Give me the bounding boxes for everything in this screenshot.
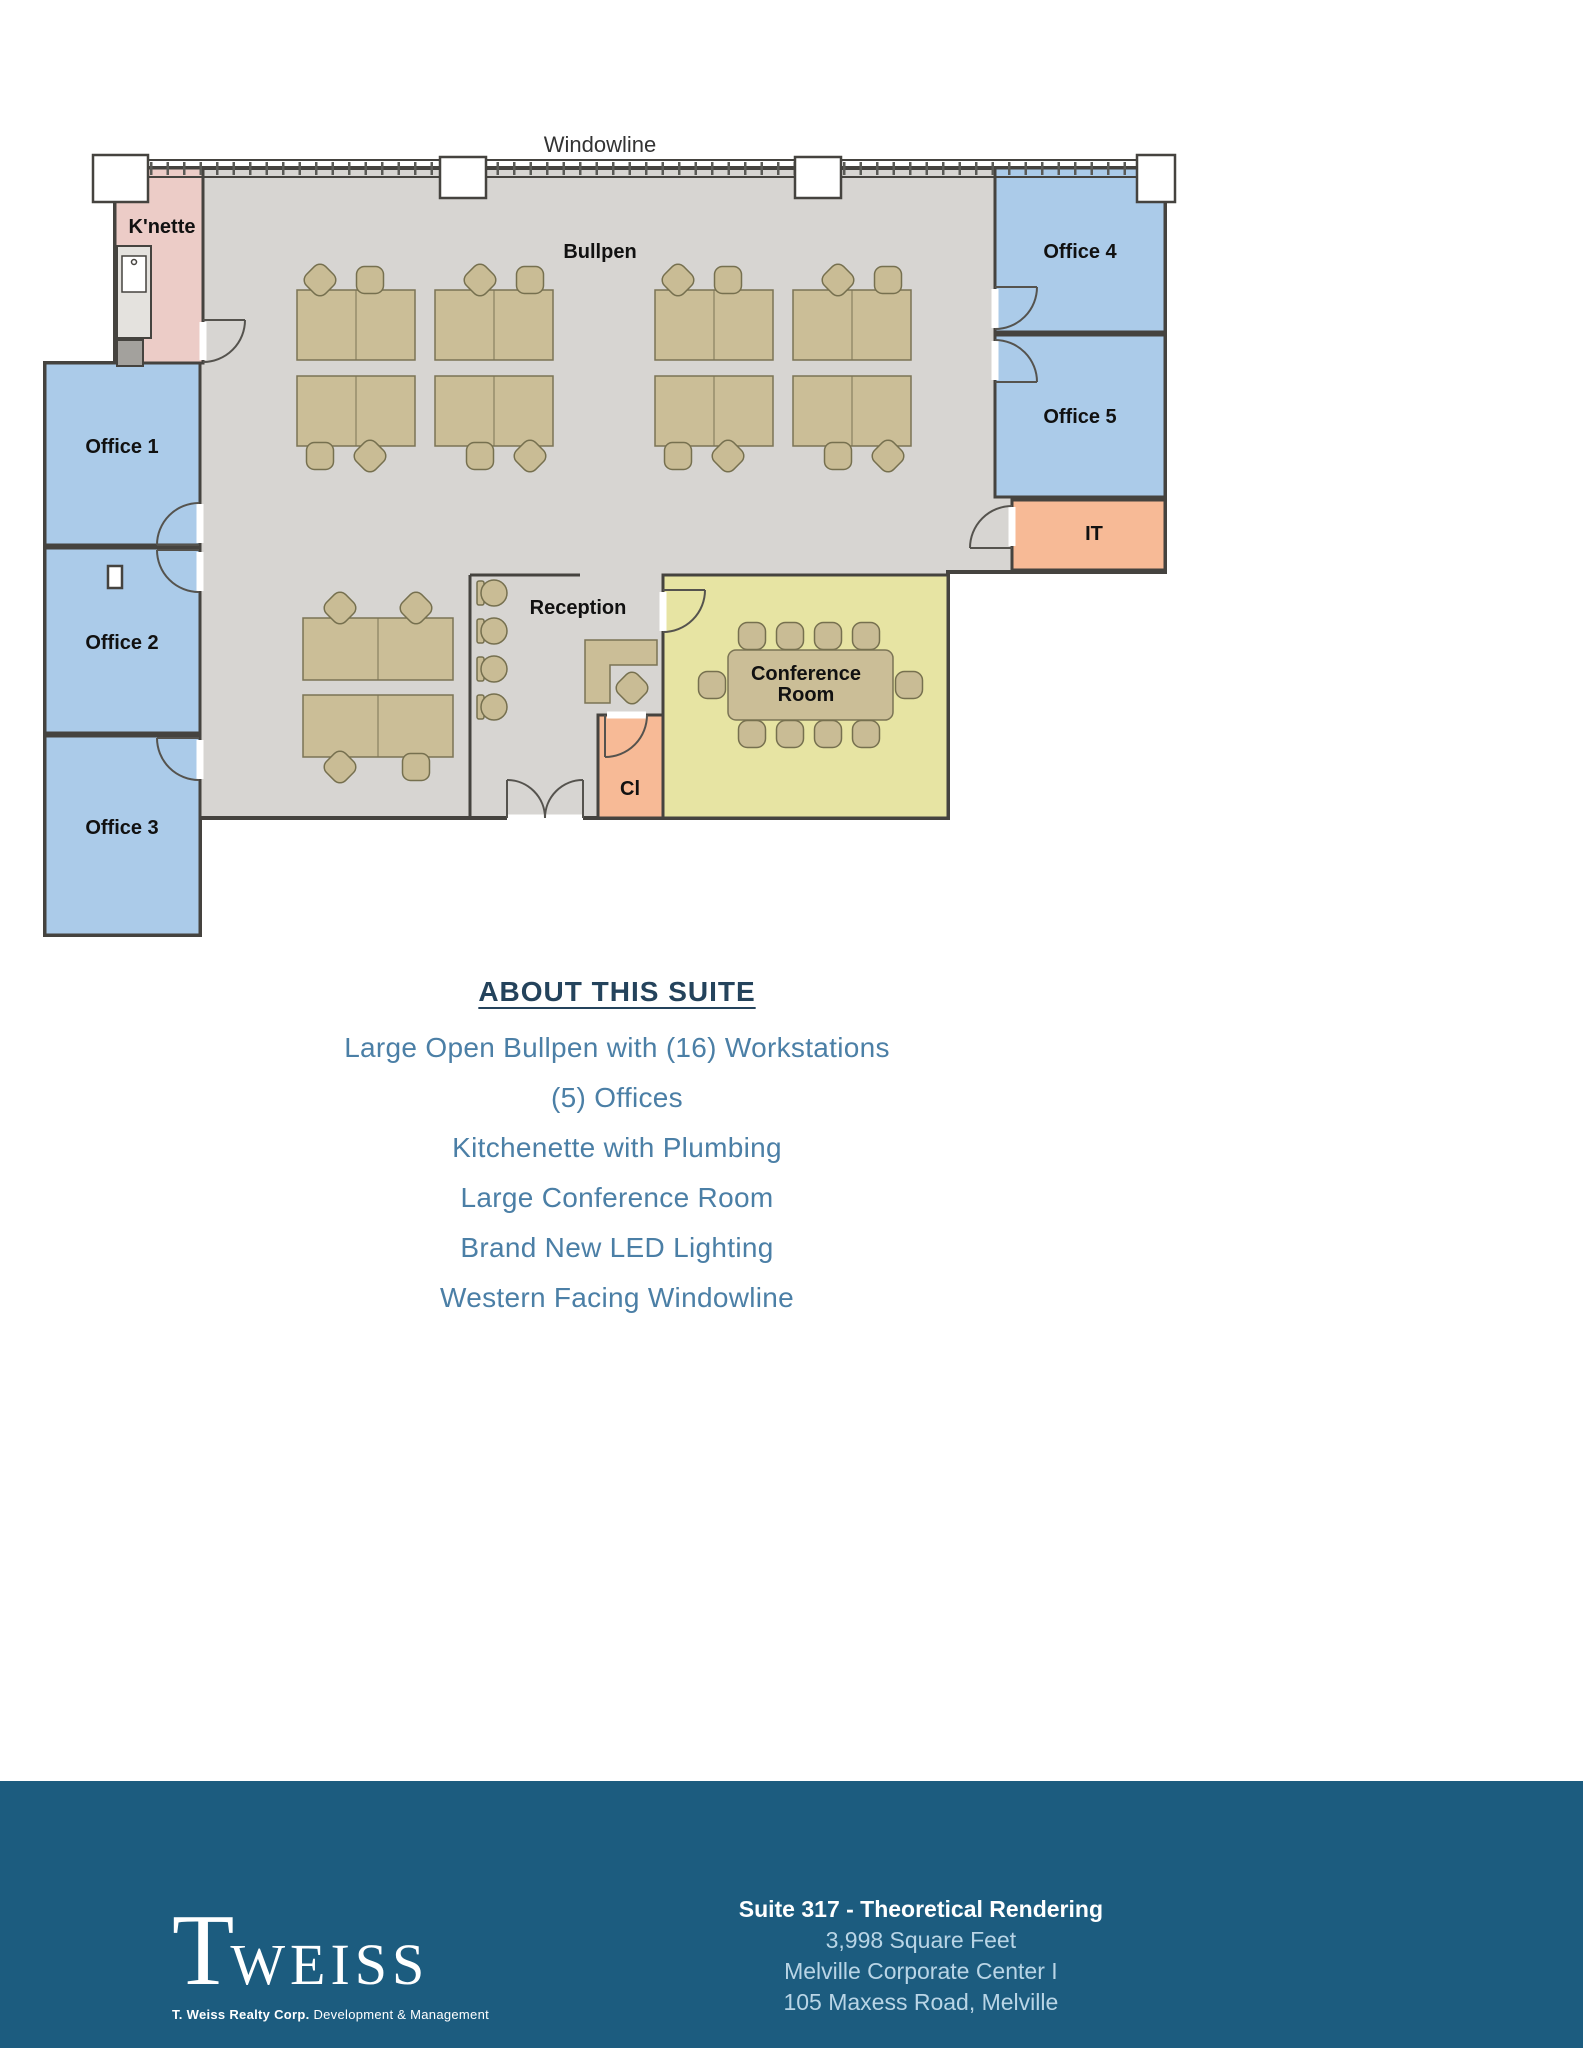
room-office-3: [43, 734, 202, 937]
door-kitchenette: [202, 319, 246, 363]
kitchen-sink: [121, 255, 147, 293]
room-it: [1010, 498, 1167, 572]
building-name: Melville Corporate Center I: [784, 1958, 1058, 1984]
label-office-3: Office 3: [85, 817, 158, 839]
address: 105 Maxess Road, Melville: [783, 1989, 1059, 2015]
column: [438, 155, 488, 200]
feature-offices: (5) Offices: [551, 1082, 683, 1113]
suite-title: Suite 317 - Theoretical Rendering: [738, 1896, 1103, 1922]
footer: Tweiss T. Weiss Realty Corp. Development…: [0, 1781, 1583, 2048]
tweiss-logo: Tweiss T. Weiss Realty Corp. Development…: [172, 1900, 490, 2023]
logo-letter-t: T: [172, 1894, 235, 2007]
label-bullpen: Bullpen: [563, 241, 636, 263]
feature-workstations: Large Open Bullpen with (16) Workstation…: [344, 1032, 890, 1063]
door-conference: [662, 589, 706, 633]
reception-walls: [468, 573, 580, 818]
label-it: IT: [1085, 523, 1103, 545]
door-office-3: [156, 737, 200, 781]
workstation-cluster-2: [654, 263, 912, 473]
label-office-1: Office 1: [85, 436, 158, 458]
about-title: ABOUT THIS SUITE: [478, 976, 756, 1007]
feature-windowline: Western Facing Windowline: [439, 1282, 794, 1313]
label-closet: Cl: [620, 778, 640, 800]
logo-weiss: weiss: [230, 1932, 430, 1997]
label-office-4: Office 4: [1043, 241, 1117, 263]
label-office-2: Office 2: [85, 632, 158, 654]
door-office-4: [994, 286, 1038, 330]
waiting-chairs: [476, 579, 508, 721]
door-office-1: [156, 502, 200, 546]
feature-conference: Large Conference Room: [460, 1182, 774, 1213]
label-reception: Reception: [530, 597, 627, 619]
square-feet: 3,998 Square Feet: [825, 1927, 1017, 1953]
door-closet: [604, 714, 648, 758]
column: [1135, 153, 1177, 204]
room-closet: [596, 713, 665, 820]
workstation-cluster-3: [302, 591, 454, 784]
conference-table: [727, 649, 894, 721]
feature-kitchenette: Kitchenette with Plumbing: [452, 1132, 782, 1163]
tweiss-wordmark: Tweiss: [172, 1900, 489, 2002]
kitchen-appliance: [116, 339, 144, 367]
feature-lighting: Brand New LED Lighting: [460, 1232, 774, 1263]
logo-tagline: T. Weiss Realty Corp. Development & Mana…: [172, 2007, 490, 2022]
door-openings: [196, 289, 1016, 822]
conference-chairs: [697, 621, 924, 749]
room-office-5: [993, 333, 1167, 499]
room-office-4: [993, 166, 1167, 334]
workstation-cluster-1: [296, 263, 554, 473]
label-office-5: Office 5: [1043, 406, 1116, 428]
windowline-wall: [115, 159, 1165, 178]
column: [91, 153, 150, 204]
reception-desk: [584, 639, 658, 705]
label-windowline: Windowline: [544, 132, 657, 157]
footer-info: Suite 317 - Theoretical Rendering 3,998 …: [739, 1894, 1103, 2022]
column: [793, 155, 843, 200]
column: [106, 564, 124, 590]
kitchen-counter: [116, 245, 152, 367]
label-kitchenette: K'nette: [129, 216, 196, 238]
entry-double-door: [506, 779, 584, 819]
door-it: [969, 505, 1013, 549]
label-conference-2: Room: [778, 684, 835, 706]
door-office-5: [994, 339, 1038, 383]
about-section: ABOUT THIS SUITE Large Open Bullpen with…: [0, 960, 1234, 1781]
door-office-2: [156, 549, 200, 593]
room-office-1: [43, 361, 202, 547]
floor-plan: Windowline K'nette Bullpen Office 4 Offi…: [43, 132, 1177, 937]
label-conference-1: Conference: [751, 663, 861, 685]
